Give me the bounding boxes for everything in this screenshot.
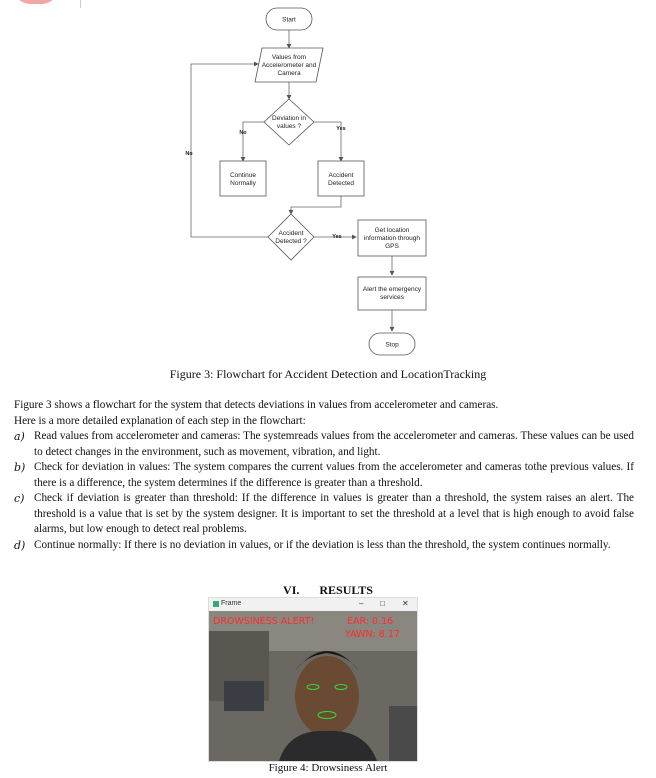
accident-detected-line-1: Accident [329, 172, 354, 179]
yawn-value: YAWN: 8.17 [345, 629, 400, 640]
list-item-text: Check for deviation in values: The syste… [34, 461, 634, 489]
list-item-label: c) [14, 492, 25, 505]
figure-4-caption: Figure 4: Drowsiness Alert [268, 762, 388, 774]
camera-feed [209, 611, 417, 761]
get-location-line-3: GPS [385, 243, 399, 250]
header-logo-fragment [14, 0, 58, 4]
section-number: VI. [283, 583, 300, 597]
frame-window: Frame – □ ✕ DROWSINESS ALERT! EAR: 0.16 … [208, 597, 418, 762]
list-item-label: a) [14, 430, 25, 443]
list-item-text: Continue normally: If there is no deviat… [34, 538, 611, 551]
list-item-label: d) [14, 538, 26, 552]
drowsiness-alert-text: DROWSINESS ALERT! [213, 616, 315, 627]
continue-line-1: Continue [230, 172, 256, 179]
minimize-icon[interactable]: – [359, 599, 364, 608]
read-values-node [254, 47, 324, 83]
intro-line-2: Here is a more detailed explanation of e… [14, 414, 306, 427]
figure-3-caption: Figure 3: Flowchart for Accident Detecti… [169, 367, 487, 381]
section-title: RESULTS [319, 583, 373, 597]
deviation-yes-label: Yes [336, 126, 345, 132]
start-node [265, 7, 313, 31]
close-icon[interactable]: ✕ [402, 599, 409, 608]
list-item-text: Read values from accelerometer and camer… [34, 430, 634, 458]
section-heading: VI. RESULTS [0, 583, 656, 598]
get-location-line-1: Get location [375, 227, 410, 234]
accident-check-decision [267, 213, 315, 261]
read-values-line-1: Values from [272, 54, 306, 61]
alert-line-2: services [380, 294, 405, 301]
list-item-label: b) [14, 461, 26, 474]
stop-node [368, 332, 416, 356]
check-yes-label: Yes [332, 234, 341, 240]
alert-line-1: Alert the emergency [363, 286, 422, 293]
maximize-icon[interactable]: □ [380, 599, 385, 608]
list-item: c) Check if deviation is greater than th… [14, 491, 634, 538]
app-icon [213, 601, 219, 607]
start-label: Start [282, 17, 296, 24]
list-item: a) Read values from accelerometer and ca… [14, 429, 634, 460]
window-titlebar: Frame – □ ✕ [209, 598, 417, 611]
deviation-decision [263, 98, 315, 146]
list-item: d) Continue normally: If there is no dev… [14, 538, 634, 554]
list-item: b) Check for deviation in values: The sy… [14, 460, 634, 491]
deviation-line-1: Deviation in [272, 115, 306, 122]
accident-detected-line-2: Detected [328, 180, 354, 187]
read-values-line-3: Camera [277, 70, 301, 77]
stop-label: Stop [385, 342, 399, 349]
accident-detected-node [317, 160, 365, 197]
deviation-line-2: values ? [277, 123, 302, 130]
body-text: Figure 3 shows a flowchart for the syste… [14, 398, 634, 553]
header-divider [80, 0, 81, 8]
read-values-line-2: Accelerometer and [262, 62, 317, 69]
list-item-text: Check if deviation is greater than thres… [34, 492, 634, 535]
continue-node [219, 160, 267, 197]
accident-check-line-2: Detected ? [275, 238, 307, 245]
loop-no-label: No [185, 151, 193, 157]
get-location-line-2: information through [364, 235, 420, 242]
window-title: Frame [221, 600, 242, 607]
deviation-no-label: No [239, 130, 247, 136]
intro-line-1: Figure 3 shows a flowchart for the syste… [14, 399, 499, 411]
get-location-node [357, 219, 427, 257]
accident-check-line-1: Accident [279, 230, 304, 237]
alert-node [357, 276, 427, 311]
accident-flowchart: Start Values from Accelerometer and Came… [185, 7, 427, 356]
ear-value: EAR: 0.16 [347, 616, 394, 627]
continue-line-2: Normally [230, 180, 256, 187]
